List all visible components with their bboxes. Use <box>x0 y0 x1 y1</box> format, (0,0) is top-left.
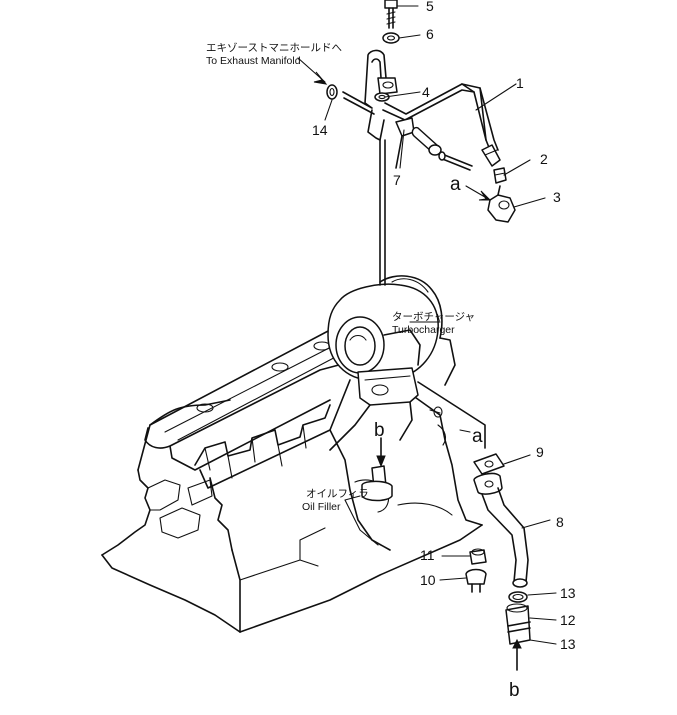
clip-assembly <box>395 117 473 171</box>
callout-14: 14 <box>312 122 328 138</box>
reference-letters: a a b b <box>374 174 520 701</box>
callout-7: 7 <box>393 172 401 188</box>
turbocharger <box>327 275 456 451</box>
label-exhaust-jp: エキゾーストマニホールドへ <box>206 42 342 54</box>
connector-elbow <box>487 167 516 223</box>
leader-lines <box>297 5 557 671</box>
label-turbo-jp: ターボチャージャ <box>392 311 475 323</box>
engine-block <box>101 329 483 633</box>
callout-13-upper: 13 <box>560 585 576 601</box>
callout-4: 4 <box>422 84 430 100</box>
exhaust-loop-pipe <box>326 0 400 115</box>
text-labels: エキゾーストマニホールドへ To Exhaust Manifold ターボチャー… <box>206 42 475 513</box>
ref-a-top: a <box>450 174 461 195</box>
oil-feed-pipe <box>367 83 501 286</box>
callout-numbers: 5 6 1 4 14 7 2 3 9 8 11 10 13 12 13 <box>312 0 576 652</box>
callout-9: 9 <box>536 444 544 460</box>
callout-1: 1 <box>516 75 524 91</box>
label-oil-en: Oil Filler <box>302 501 341 513</box>
callout-13-lower: 13 <box>560 636 576 652</box>
callout-3: 3 <box>553 189 561 205</box>
callout-6: 6 <box>426 26 434 42</box>
callout-11: 11 <box>420 547 435 563</box>
label-turbo-en: Turbocharger <box>392 324 455 336</box>
label-oil-jp: オイルフィラ <box>306 488 369 500</box>
label-exhaust-en: To Exhaust Manifold <box>206 55 301 67</box>
ref-b-top: b <box>374 420 385 441</box>
callout-10: 10 <box>420 572 436 588</box>
callout-8: 8 <box>556 514 564 530</box>
ref-a-mid: a <box>472 426 483 447</box>
oil-filler <box>361 465 393 502</box>
callout-2: 2 <box>540 151 548 167</box>
oil-return-pipe <box>465 453 531 645</box>
callout-12: 12 <box>560 612 576 628</box>
ref-b-bottom: b <box>509 680 520 701</box>
callout-5: 5 <box>426 0 434 14</box>
